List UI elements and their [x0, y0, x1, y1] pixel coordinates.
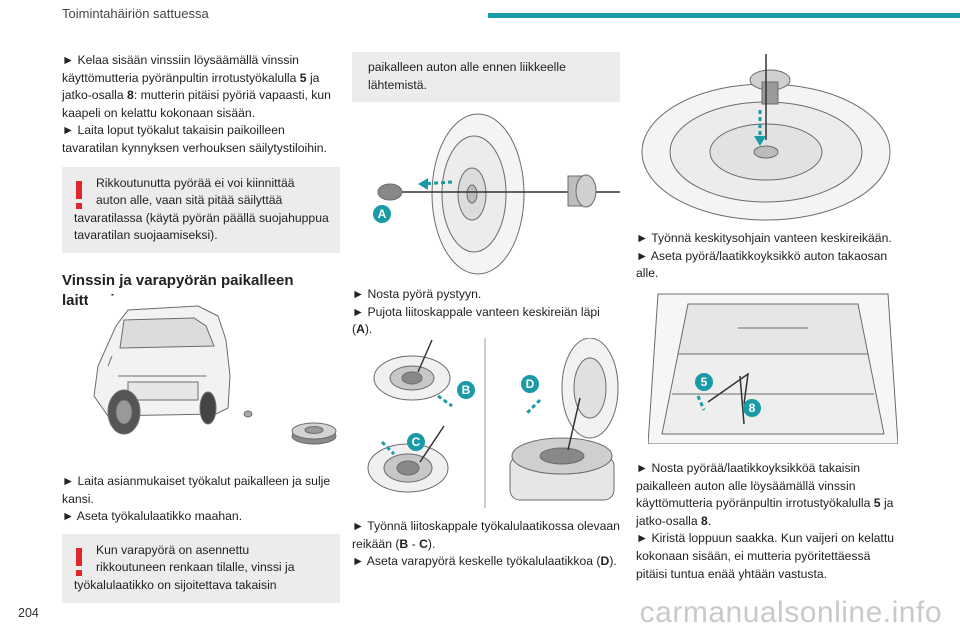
c2-bullet-center-wheel: ► Aseta varapyörä keskelle työkalulaatik…	[352, 554, 617, 569]
column-2-mid: ► Nosta pyörä pystyyn. ► Pujota liitoska…	[352, 286, 620, 339]
warning-1-line-1: Rikkoutunutta pyörää ei voi kiinnittää	[96, 175, 295, 190]
c3-bullet-place-under: ► Aseta pyörä/laatikkoyksikkö auton taka…	[636, 248, 888, 281]
warning-1-rest: tavaratilassa (käytä pyörän päällä suoja…	[74, 210, 329, 243]
c1-bullet-toolbox-ground: ► Aseta työkalulaatikko maahan.	[62, 509, 243, 524]
warning-2-rest: työkalulaatikko on sijoitettava takaisin	[74, 577, 277, 592]
label-c: C	[412, 435, 421, 449]
warning-2-line-2: rikkoutuneen renkaan tilalle, vinssi ja	[96, 560, 295, 575]
column-3-lower: ► Nosta pyörää/laatikkoyksikköä takaisin…	[636, 460, 902, 583]
warning-box-1: Rikkoutunutta pyörää ei voi kiinnittää a…	[62, 166, 340, 253]
c3-bullet-tighten: ► Kiristä loppuun saakka. Kun vaijeri on…	[636, 531, 894, 581]
column-1: ► Kelaa sisään vinssiin löysäämällä vins…	[62, 52, 340, 311]
c2-bullet-thread-connector: ► Pujota liitoskappale vanteen keskireiä…	[352, 304, 600, 337]
column-2-lower: ► Työnnä liitoskappale työkalulaatikossa…	[352, 518, 620, 571]
warning-1-line-2: auton alle, vaan sitä pitää säilyttää	[96, 193, 283, 208]
illustration-wheel-on-toolbox-d: D	[490, 338, 620, 508]
c1-bullet-reel-in: ► Kelaa sisään vinssiin löysäämällä vins…	[62, 53, 331, 120]
c3-bullet-push-guide: ► Työnnä keskitysohjain vanteen keskirei…	[636, 231, 892, 245]
watermark: carmanualsonline.info	[639, 596, 942, 629]
label-8: 8	[749, 401, 756, 415]
label-a: A	[378, 207, 387, 221]
illustration-centering-guide	[636, 52, 898, 222]
c1-bullet-return-tools: ► Laita loput työkalut takaisin paikoill…	[62, 123, 327, 155]
running-header: Toimintahäiriön sattuessa	[62, 6, 209, 21]
column-1-lower: ► Laita asianmukaiset työkalut paikallee…	[62, 473, 340, 603]
c3-bullet-raise-unit: ► Nosta pyörää/laatikkoyksikköä takaisin…	[636, 461, 894, 528]
illustration-wheel-connector-a: A	[352, 104, 620, 276]
warning-icon	[76, 547, 82, 576]
illustration-connector-b-c: B C	[352, 338, 486, 508]
label-b: B	[462, 383, 471, 397]
c2-bullet-lift-wheel: ► Nosta pyörä pystyyn.	[352, 287, 482, 301]
column-2-top: paikalleen auton alle ennen liikkeelle l…	[352, 52, 620, 103]
warning-2-line-1: Kun varapyörä on asennettu	[96, 542, 250, 557]
illustration-trunk-tools-5-8: 5 8	[648, 284, 898, 444]
header-accent-bar	[488, 13, 960, 18]
warning-box-2: Kun varapyörä on asennettu rikkoutuneen …	[62, 533, 340, 603]
warning-continued-text: paikalleen auton alle ennen liikkeelle l…	[368, 60, 566, 92]
column-3-mid: ► Työnnä keskitysohjain vanteen keskirei…	[636, 230, 902, 283]
c1-bullet-close-lid: ► Laita asianmukaiset työkalut paikallee…	[62, 474, 331, 506]
warning-icon	[76, 180, 82, 209]
label-5: 5	[701, 375, 708, 389]
label-d: D	[526, 377, 535, 391]
c2-bullet-push-connector: ► Työnnä liitoskappale työkalulaatikossa…	[352, 519, 620, 551]
illustration-car-with-spare-wheel	[88, 296, 340, 460]
warning-box-2-continued: paikalleen auton alle ennen liikkeelle l…	[352, 52, 620, 103]
page-number: 204	[18, 606, 39, 620]
